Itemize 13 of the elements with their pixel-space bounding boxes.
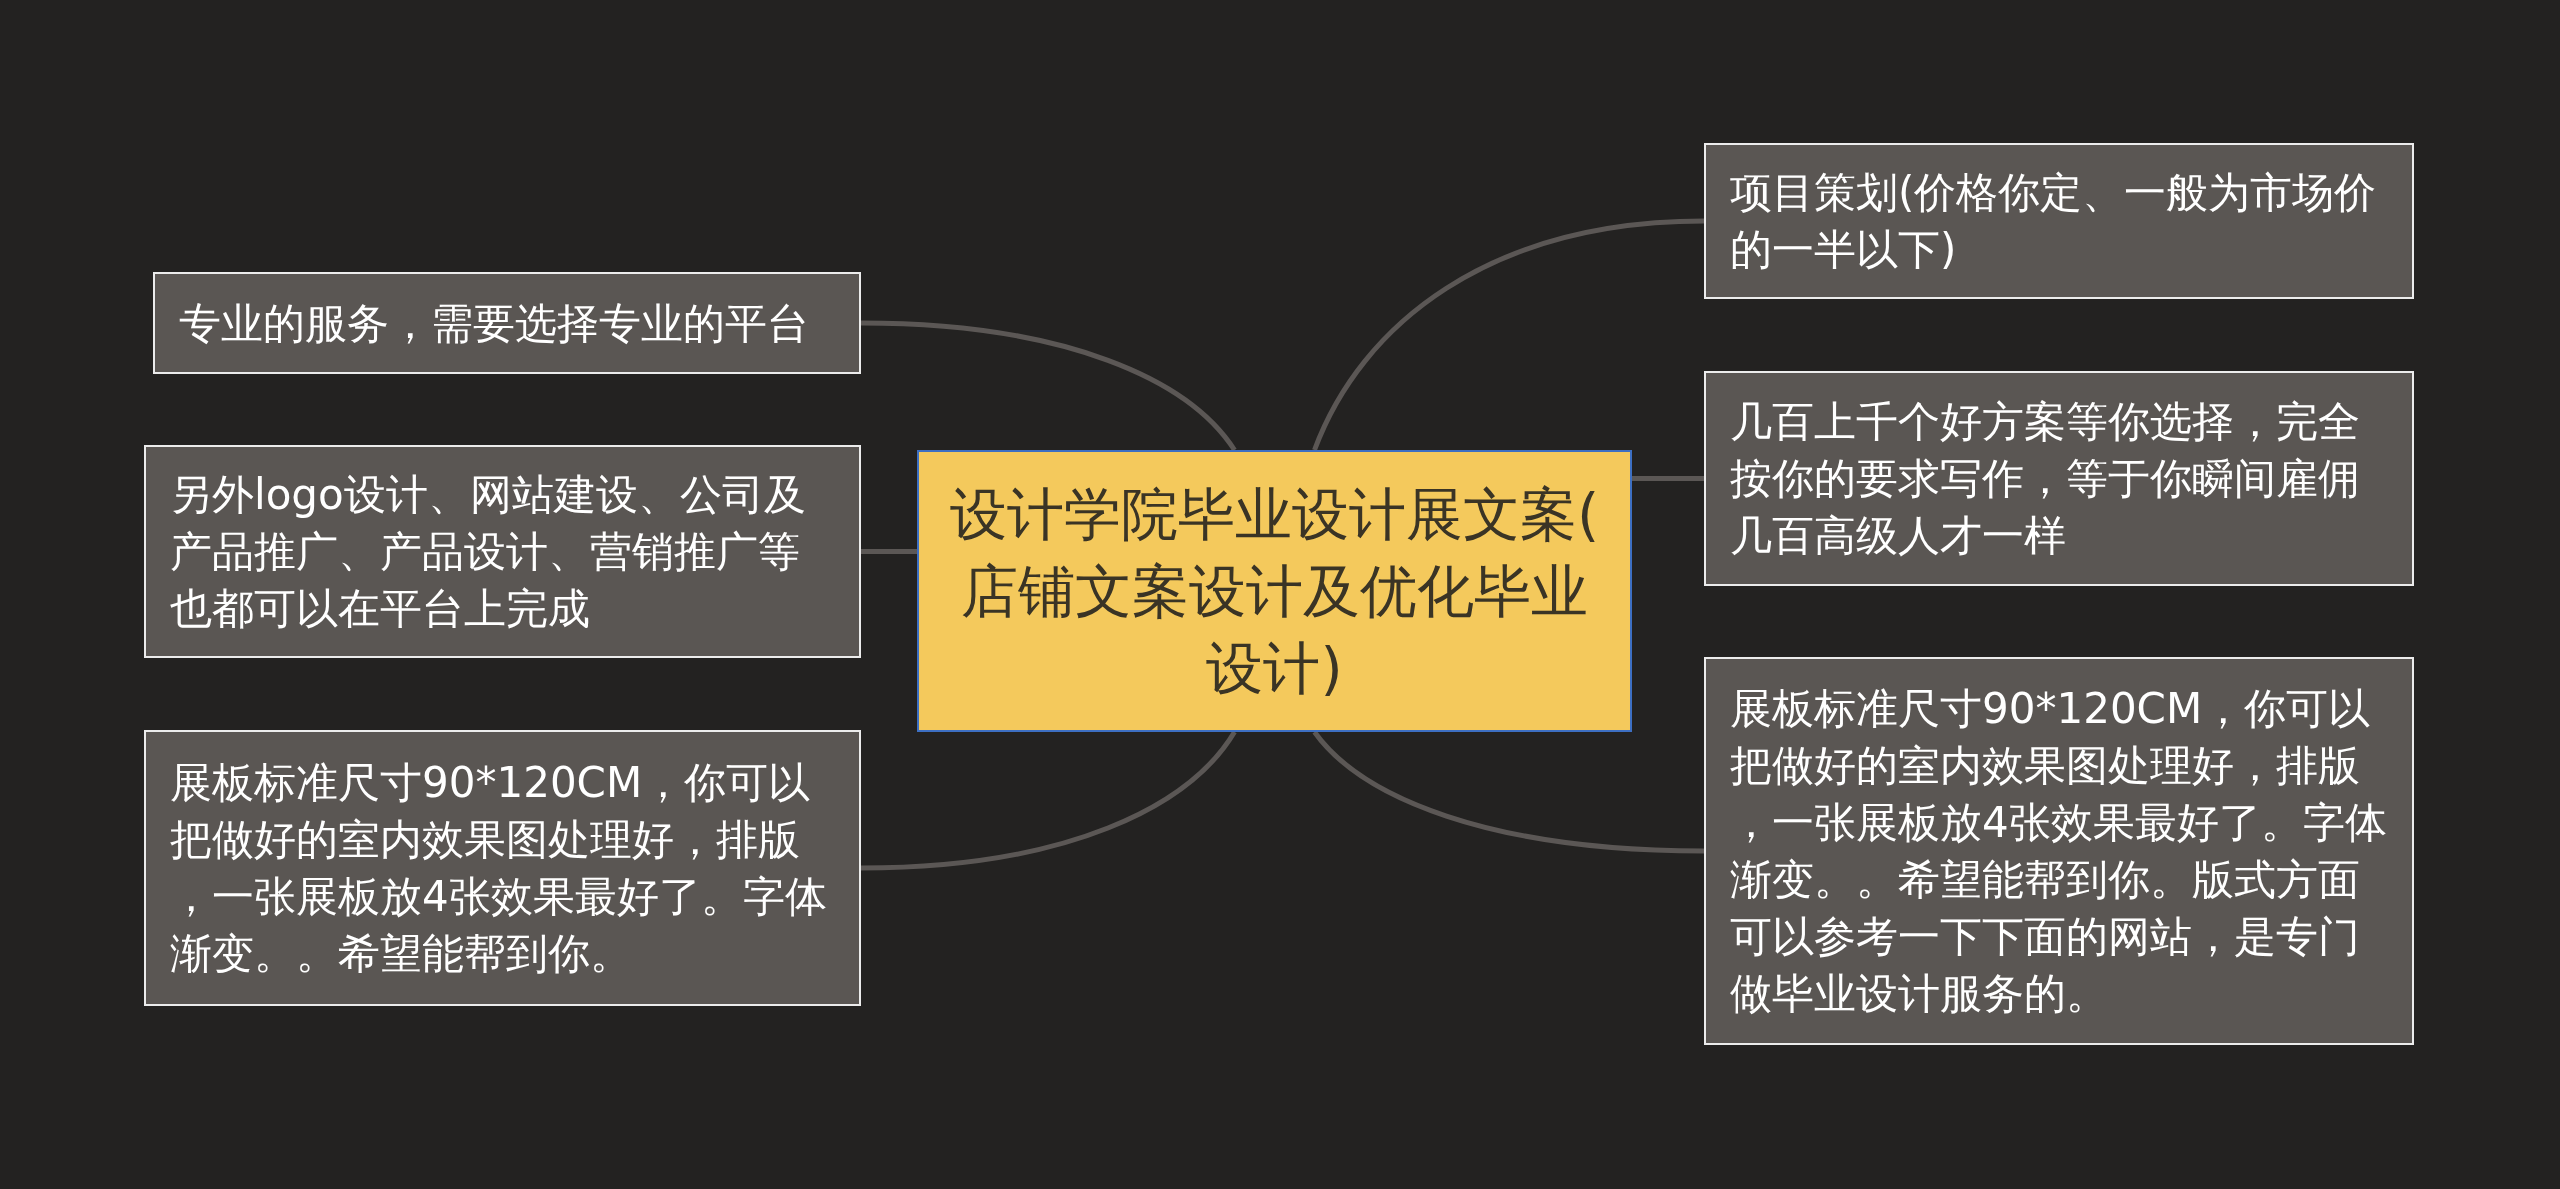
- branch-line: [860, 730, 1237, 871]
- topic-box: 展板标准尺寸90*120CM，你可以把做好的室内效果图处理好，排版，一张展板放4张效果最好了。字体渐变。。希望能帮到你。版式方面可以参考一下下面的网站，是专门做毕业设计服务的。: [1704, 657, 2414, 1045]
- central-topic-box: 设计学院毕业设计展文案(店铺文案设计及优化毕业设计): [917, 450, 1632, 732]
- branch-line: [861, 549, 917, 554]
- topic-box: 专业的服务，需要选择专业的平台: [153, 272, 861, 374]
- branch-line: [1312, 730, 1705, 854]
- topic-box: 另外logo设计、网站建设、公司及产品推广、产品设计、营销推广等也都可以在平台上完成: [144, 445, 861, 658]
- topic-box: 几百上千个好方案等你选择，完全按你的要求写作，等于你瞬间雇佣几百高级人才一样: [1704, 371, 2414, 586]
- topic-box: 项目策划(价格你定、一般为市场价的一半以下): [1704, 143, 2414, 299]
- branch-line: [1632, 476, 1704, 481]
- topic-box: 展板标准尺寸90*120CM，你可以把做好的室内效果图处理好，排版，一张展板放4张效果最好了。字体渐变。。希望能帮到你。: [144, 730, 861, 1006]
- branch-line: [1312, 218, 1705, 451]
- branch-line: [860, 320, 1237, 452]
